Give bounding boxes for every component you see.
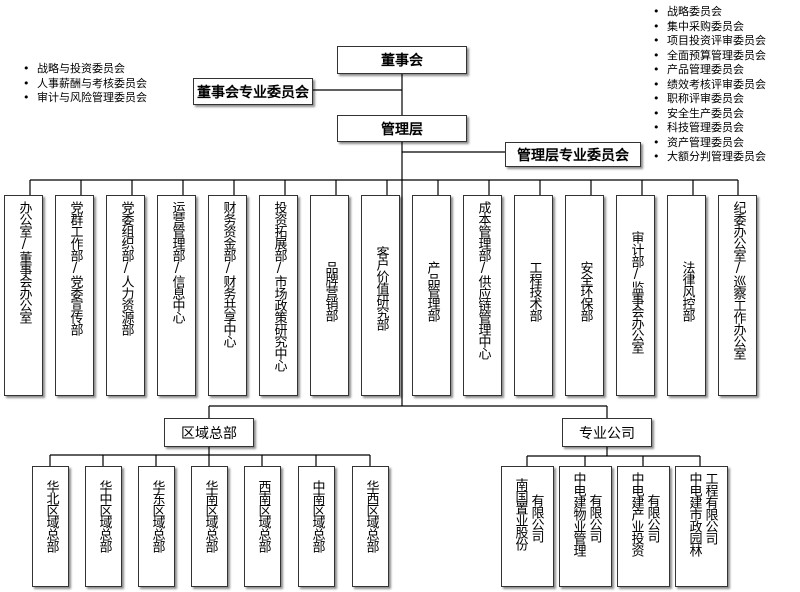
department-box: 党群工作部/党委宣传部	[55, 195, 94, 396]
regional-hq-box: 华西区域总部	[352, 466, 389, 587]
regional-hq-box: 华南区域总部	[191, 466, 228, 587]
regional-hq-box: 华东区域总部	[138, 466, 175, 587]
management-committee-list: 战略委员会 集中采购委员会 项目投资评审委员会 全面预算管理委员会 产品管理委员…	[652, 5, 766, 165]
company-box: 有限公司 南国置业股份	[501, 466, 554, 587]
department-label: 工程技术部	[526, 261, 542, 321]
management-committee-box: 管理层专业委员会	[505, 142, 641, 167]
list-item: 项目投资评审委员会	[652, 34, 766, 49]
board-committee-box: 董事会专业委员会	[193, 78, 313, 105]
department-label: 法律风控部	[679, 261, 695, 321]
management-committee-label: 管理层专业委员会	[517, 147, 629, 164]
list-item: 全面预算管理委员会	[652, 49, 766, 64]
department-label: 审计部/监事会办公室	[628, 231, 644, 353]
regional-hq-label: 华北区域总部	[43, 480, 59, 552]
department-box: 品牌营销部	[310, 195, 349, 396]
department-box: 法律风控部	[667, 195, 706, 396]
board-committee-list: 战略与投资委员会 人事薪酬与考核委员会 审计与风险管理委员会	[22, 62, 147, 106]
department-label: 成本管理部/供应链管理中心	[475, 201, 491, 359]
department-box: 产品管理部	[412, 195, 451, 396]
department-box: 审计部/监事会办公室	[616, 195, 655, 396]
regional-hq-box: 华北区域总部	[32, 466, 69, 587]
department-label: 安全环保部	[577, 261, 593, 321]
regional-hq-title: 区域总部	[181, 425, 237, 442]
company-name-part: 南国置业股份	[512, 478, 528, 550]
list-item: 战略与投资委员会	[22, 62, 147, 77]
professional-companies-title: 专业公司	[579, 425, 635, 442]
regional-hq-box: 华中区域总部	[85, 466, 122, 587]
company-name-part: 中电建产业投资	[628, 472, 644, 556]
company-name-part: 有限公司	[586, 494, 602, 542]
department-label: 品牌营销部	[322, 261, 338, 321]
department-label: 党群工作部/党委宣传部	[67, 201, 83, 335]
department-box: 纪委办公室/巡察工作办公室	[718, 195, 757, 396]
department-box: 工程技术部	[514, 195, 553, 396]
department-box: 成本管理部/供应链管理中心	[463, 195, 502, 396]
regional-hq-header: 区域总部	[164, 418, 254, 447]
list-item: 职称评审委员会	[652, 92, 766, 107]
regional-hq-box: 西南区域总部	[244, 466, 281, 587]
management-label: 管理层	[381, 121, 423, 138]
board-box: 董事会	[337, 46, 467, 74]
list-item: 审计与风险管理委员会	[22, 91, 147, 106]
department-box: 党委组织部/人力资源部	[106, 195, 145, 396]
regional-hq-label: 西南区域总部	[255, 480, 271, 552]
list-item: 大额分判管理委员会	[652, 150, 766, 165]
department-label: 纪委办公室/巡察工作办公室	[730, 201, 746, 359]
list-item: 战略委员会	[652, 5, 766, 20]
regional-hq-label: 华南区域总部	[202, 480, 218, 552]
list-item: 集中采购委员会	[652, 20, 766, 35]
regional-hq-label: 华中区域总部	[96, 480, 112, 552]
department-box: 客户价值研究部	[361, 195, 400, 396]
company-name-part: 有限公司	[528, 494, 544, 542]
department-label: 党委组织部/人力资源部	[118, 201, 134, 335]
list-item: 人事薪酬与考核委员会	[22, 77, 147, 92]
department-box: 运营管理部/信息中心	[157, 195, 196, 396]
department-label: 投资拓展部/市场政策研究中心	[271, 201, 287, 371]
list-item: 科技管理委员会	[652, 121, 766, 136]
department-box: 办公室/董事会办公室	[4, 195, 43, 396]
regional-hq-box: 中南区域总部	[298, 466, 335, 587]
list-item: 安全生产委员会	[652, 107, 766, 122]
department-label: 产品管理部	[424, 261, 440, 321]
board-committee-label: 董事会专业委员会	[197, 84, 309, 101]
company-name-part: 中电建物业管理	[570, 472, 586, 556]
regional-hq-label: 华西区域总部	[363, 480, 379, 552]
professional-companies-header: 专业公司	[562, 418, 652, 447]
department-box: 投资拓展部/市场政策研究中心	[259, 195, 298, 396]
company-name-part: 中电建市政园林	[686, 472, 702, 556]
department-box: 财务资金部/财务共享中心	[208, 195, 247, 396]
management-box: 管理层	[337, 115, 467, 142]
department-label: 办公室/董事会办公室	[16, 201, 32, 323]
list-item: 资产管理委员会	[652, 136, 766, 151]
regional-hq-label: 中南区域总部	[309, 480, 325, 552]
department-box: 安全环保部	[565, 195, 604, 396]
company-box: 工程有限公司 中电建市政园林	[675, 466, 728, 587]
regional-hq-label: 华东区域总部	[149, 480, 165, 552]
company-box: 有限公司 中电建产业投资	[617, 466, 670, 587]
list-item: 绩效考核评审委员会	[652, 78, 766, 93]
company-box: 有限公司 中电建物业管理	[559, 466, 612, 587]
department-label: 财务资金部/财务共享中心	[220, 201, 236, 347]
department-label: 运营管理部/信息中心	[169, 201, 185, 323]
company-name-part: 有限公司	[644, 494, 660, 542]
company-name-part: 工程有限公司	[702, 472, 718, 544]
department-label: 客户价值研究部	[373, 246, 389, 330]
board-label: 董事会	[381, 53, 423, 69]
list-item: 产品管理委员会	[652, 63, 766, 78]
